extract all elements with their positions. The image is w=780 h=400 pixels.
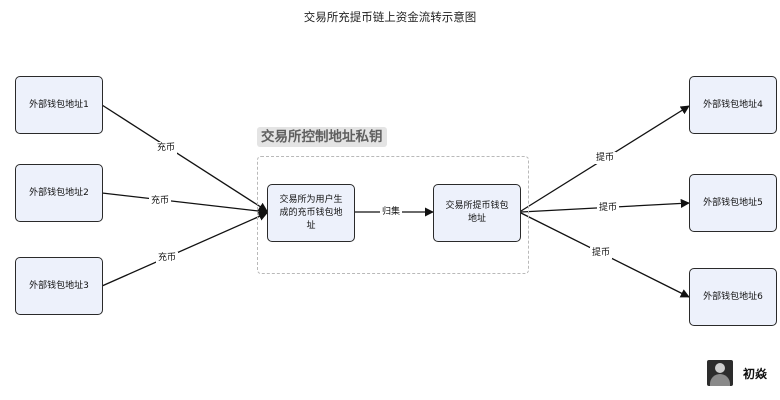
external-wallet-5: 外部钱包地址5 (689, 174, 777, 232)
arrow-ext3-to-deposit (101, 212, 268, 287)
withdraw-label-5: 提币 (597, 202, 620, 214)
external-wallet-2: 外部钱包地址2 (15, 164, 103, 222)
withdraw-label-6: 提币 (590, 247, 613, 259)
sweep-label: 归集 (380, 206, 403, 218)
withdraw-label-4: 提币 (594, 152, 617, 164)
external-wallet-3: 外部钱包地址3 (15, 257, 103, 315)
person-avatar-icon (707, 360, 733, 386)
deposit-label-2: 充币 (149, 195, 172, 207)
author-badge: 初焱 (707, 360, 767, 386)
arrow-ext2-to-deposit (101, 192, 268, 216)
withdraw-wallet: 交易所提币钱包地址 (433, 184, 521, 242)
external-wallet-4: 外部钱包地址4 (689, 76, 777, 134)
exchange-controlled-group (257, 156, 529, 274)
arrow-ext1-to-deposit (101, 104, 268, 212)
deposit-label-1: 充币 (155, 142, 178, 154)
deposit-wallet: 交易所为用户生成的充币钱包地址 (267, 184, 355, 242)
author-name: 初焱 (743, 366, 768, 381)
deposit-label-3: 充币 (156, 252, 179, 264)
external-wallet-6: 外部钱包地址6 (689, 268, 777, 326)
group-label: 交易所控制地址私钥 (257, 127, 387, 147)
diagram-title: 交易所充提币链上资金流转示意图 (303, 10, 477, 24)
external-wallet-1: 外部钱包地址1 (15, 76, 103, 134)
